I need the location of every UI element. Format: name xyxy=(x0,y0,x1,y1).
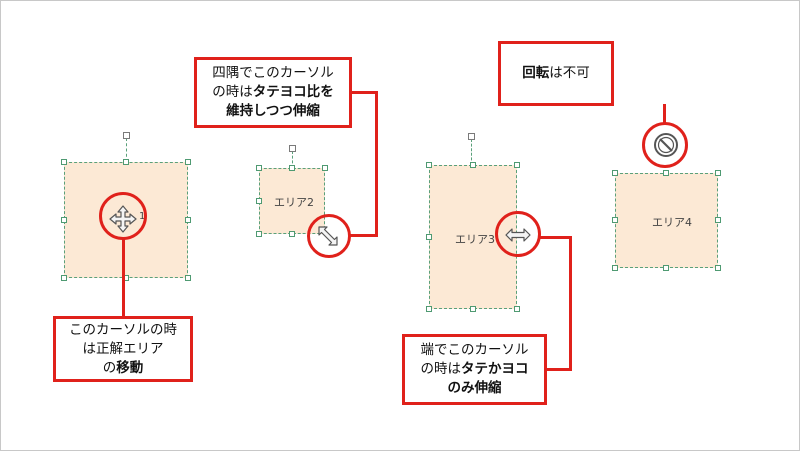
callout-corner-line2: の時はタテヨコ比を xyxy=(197,83,349,102)
area-4-label: エリア4 xyxy=(652,216,692,229)
callout-move: このカーソルの時 は正解エリア の移動 xyxy=(53,316,193,382)
callout-edge-line1: 端でこのカーソル xyxy=(420,342,529,358)
resize-handle-ne[interactable] xyxy=(185,159,191,165)
horizontal-cursor-highlight xyxy=(495,211,541,257)
callout-move-line3-bold: 移動 xyxy=(116,359,144,376)
callout-connector xyxy=(663,104,666,124)
callout-corner-line1: 四隅でこのカーソル xyxy=(212,65,334,81)
callout-connector xyxy=(569,236,572,371)
rotation-guide-line xyxy=(292,151,293,168)
callout-connector xyxy=(351,91,378,94)
resize-handle-s[interactable] xyxy=(663,265,669,271)
callout-move-line3: の移動 xyxy=(56,359,190,378)
resize-handle-se[interactable] xyxy=(185,275,191,281)
rotation-guide-line xyxy=(471,139,472,165)
area-3-label: エリア3 xyxy=(455,233,495,246)
resize-handle-se[interactable] xyxy=(514,306,520,312)
resize-handle-n[interactable] xyxy=(470,162,476,168)
resize-handle-se[interactable] xyxy=(715,265,721,271)
resize-handle-ne[interactable] xyxy=(514,162,520,168)
resize-handle-ne[interactable] xyxy=(715,170,721,176)
move-cursor-highlight xyxy=(99,192,147,240)
rotation-handle[interactable] xyxy=(123,132,130,139)
callout-move-line3-prefix: の xyxy=(102,359,117,376)
resize-handle-sw[interactable] xyxy=(426,306,432,312)
resize-handle-n[interactable] xyxy=(123,159,129,165)
answer-area-4[interactable]: エリア4 xyxy=(615,173,718,268)
callout-corner-line2-prefix: の時は xyxy=(212,84,253,100)
resize-handle-sw[interactable] xyxy=(256,231,262,237)
resize-handle-nw[interactable] xyxy=(426,162,432,168)
diagonal-cursor-highlight xyxy=(307,214,351,258)
callout-edge-line3: のみ伸縮 xyxy=(405,379,544,398)
prohibited-cursor-highlight xyxy=(642,122,688,168)
callout-corner-line3-bold: 維持しつつ伸縮 xyxy=(226,103,320,119)
resize-handle-ne[interactable] xyxy=(322,165,328,171)
resize-handle-e[interactable] xyxy=(185,217,191,223)
rotation-handle[interactable] xyxy=(289,145,296,152)
resize-handle-w[interactable] xyxy=(256,198,262,204)
callout-rotate: 回転は不可 xyxy=(498,41,614,106)
callout-move-line2: は正解エリア xyxy=(82,340,164,357)
resize-handle-sw[interactable] xyxy=(612,265,618,271)
resize-handle-nw[interactable] xyxy=(61,159,67,165)
resize-handle-e[interactable] xyxy=(715,217,721,223)
resize-handle-sw[interactable] xyxy=(61,275,67,281)
resize-handle-n[interactable] xyxy=(289,165,295,171)
callout-rotate-suffix: は不可 xyxy=(549,65,590,81)
resize-handle-nw[interactable] xyxy=(256,165,262,171)
resize-handle-n[interactable] xyxy=(663,170,669,176)
callout-corner-line3: 維持しつつ伸縮 xyxy=(197,102,349,121)
callout-edge-line2: の時はタテかヨコ xyxy=(405,360,544,379)
rotation-guide-line xyxy=(665,165,666,173)
callout-edge-line2-prefix: の時は xyxy=(420,361,462,377)
resize-handle-w[interactable] xyxy=(61,217,67,223)
resize-handle-w[interactable] xyxy=(426,234,432,240)
callout-connector xyxy=(540,236,572,239)
callout-connector xyxy=(122,239,125,316)
callout-connector xyxy=(350,234,377,237)
callout-corner: 四隅でこのカーソル の時はタテヨコ比を 維持しつつ伸縮 xyxy=(194,57,352,128)
area-2-label: エリア2 xyxy=(274,196,314,209)
resize-handle-nw[interactable] xyxy=(612,170,618,176)
callout-move-line1: このカーソルの時 xyxy=(69,321,177,338)
callout-edge-line3-bold: のみ伸縮 xyxy=(447,380,502,396)
resize-handle-s[interactable] xyxy=(289,231,295,237)
resize-handle-w[interactable] xyxy=(612,217,618,223)
callout-edge: 端でこのカーソル の時はタテかヨコ のみ伸縮 xyxy=(402,334,547,405)
rotation-guide-line xyxy=(126,138,127,162)
resize-handle-s[interactable] xyxy=(470,306,476,312)
rotation-handle[interactable] xyxy=(468,133,475,140)
callout-connector xyxy=(546,368,572,371)
callout-rotate-bold: 回転 xyxy=(522,65,550,81)
callout-corner-line2-bold: タテヨコ比を xyxy=(252,84,334,100)
callout-connector xyxy=(375,91,378,237)
callout-edge-line2-bold: タテかヨコ xyxy=(461,361,529,377)
